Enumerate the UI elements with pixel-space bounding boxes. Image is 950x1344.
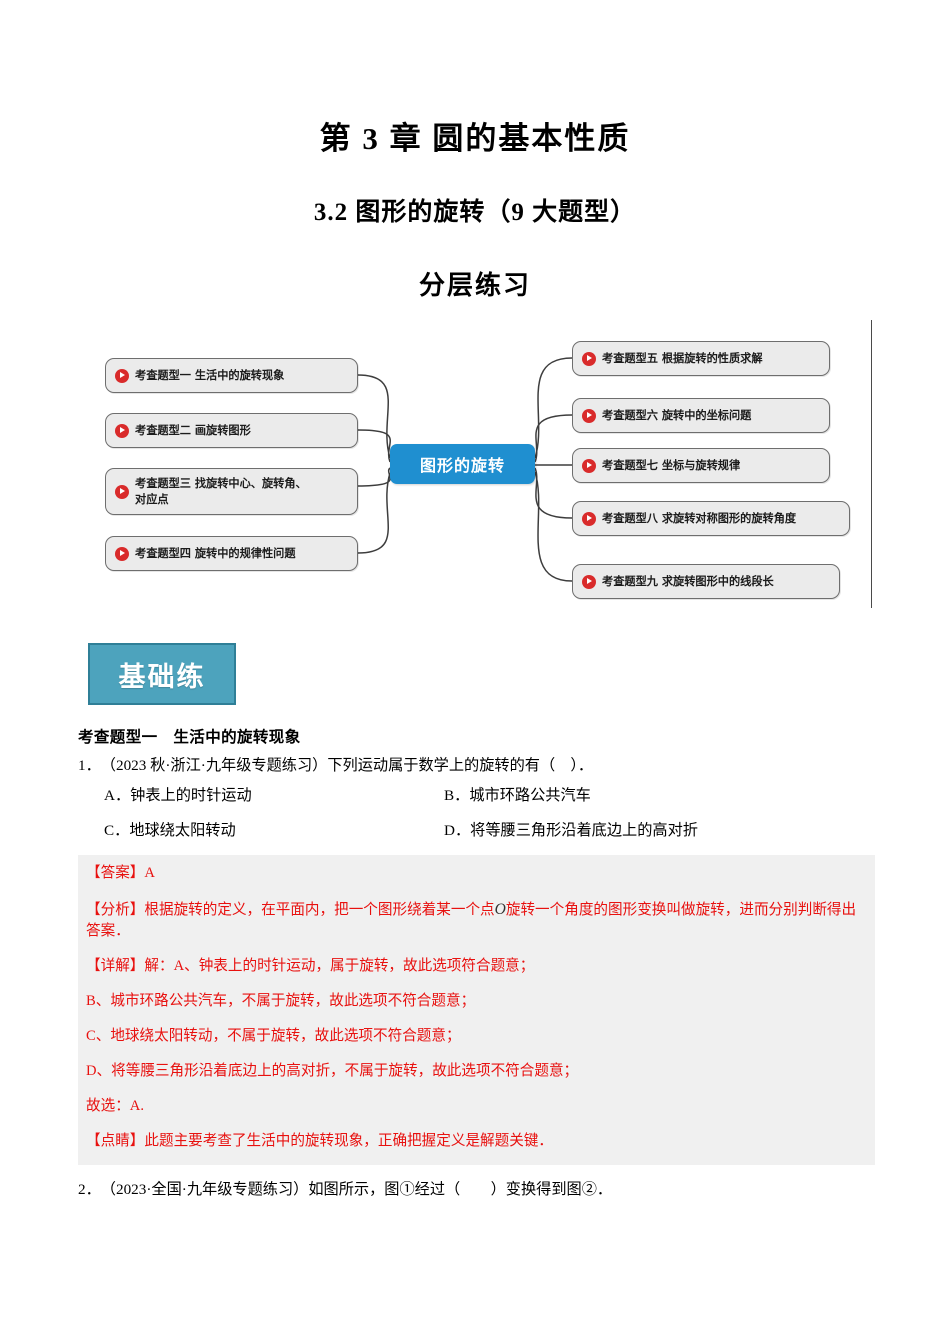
highlight-tag: 【点睛】 bbox=[86, 1132, 145, 1149]
option-b-text: 城市环路公共汽车 bbox=[469, 786, 591, 804]
option-a-text: 钟表上的时针运动 bbox=[130, 786, 252, 804]
section-title: 3.2 图形的旋转（9 大题型） bbox=[313, 199, 637, 227]
analysis-line: 【分析】根据旋转的定义，在平面内，把一个图形绕着某一个点O旋转一个角度的图形变换… bbox=[86, 898, 865, 944]
option-b[interactable]: B．城市环路公共汽车 bbox=[444, 784, 591, 808]
mindmap-item-9[interactable]: 考查题型九 求旋转图形中的线段长 bbox=[572, 564, 840, 599]
content-area: 考查题型一 生活中的旋转现象 1．（2023 秋·浙江·九年级专题练习）下列运动… bbox=[78, 725, 875, 1201]
solution-line-1: 【详解】解：A、钟表上的时针运动，属于旋转，故此选项符合题意； bbox=[86, 956, 865, 978]
mindmap-item-8[interactable]: 考查题型八 求旋转对称图形的旋转角度 bbox=[572, 501, 850, 536]
question-2-number: 2． bbox=[78, 1180, 101, 1198]
mindmap-item-2[interactable]: 考查题型二 画旋转图形 bbox=[105, 413, 358, 448]
question-2-stem: 2．（2023·全国·九年级专题练习）如图所示，图①经过（ ）变换得到图②． bbox=[78, 1178, 875, 1202]
play-circle-icon bbox=[582, 351, 596, 366]
option-d-text: 将等腰三角形沿着底边上的高对折 bbox=[470, 822, 698, 840]
mindmap-item-4[interactable]: 考查题型四 旋转中的规律性问题 bbox=[105, 536, 358, 571]
option-c-text: 地球绕太阳转动 bbox=[129, 822, 236, 840]
page-title: 第 3 章 圆的基本性质 bbox=[319, 121, 631, 156]
play-circle-icon bbox=[115, 546, 129, 561]
option-b-key: B． bbox=[444, 786, 470, 804]
question-1-number: 1． bbox=[78, 757, 101, 774]
play-circle-icon bbox=[115, 368, 129, 383]
mindmap-item-6[interactable]: 考查题型六 旋转中的坐标问题 bbox=[572, 398, 830, 433]
question-2-text: （2023·全国·九年级专题练习）如图所示，图①经过（ ）变换得到图②． bbox=[100, 1180, 613, 1198]
mindmap-item-label: 考查题型二 画旋转图形 bbox=[135, 423, 251, 437]
mindmap-item-3[interactable]: 考查题型三 找旋转中心、旋转角、 对应点 bbox=[105, 468, 358, 515]
question-1-options: A．钟表上的时针运动 B．城市环路公共汽车 C．地球绕太阳转动 D．将等腰三角形… bbox=[78, 784, 875, 843]
option-a[interactable]: A．钟表上的时针运动 bbox=[104, 784, 444, 808]
solution-line-2: B、城市环路公共汽车，不属于旋转，故此选项不符合题意； bbox=[86, 993, 476, 1010]
practice-title: 分层练习 bbox=[418, 270, 531, 300]
mindmap-center-label: 图形的旋转 bbox=[419, 456, 505, 475]
solution-line-4: D、将等腰三角形沿着底边上的高对折，不属于旋转，故此选项不符合题意； bbox=[86, 1063, 579, 1080]
analysis-text-before: 根据旋转的定义，在平面内，把一个图形绕着某一个点 bbox=[144, 901, 495, 918]
mindmap-item-7[interactable]: 考查题型七 坐标与旋转规律 bbox=[572, 448, 830, 483]
mindmap-item-label: 考查题型七 坐标与旋转规律 bbox=[602, 458, 741, 472]
option-a-key: A． bbox=[104, 786, 131, 804]
mindmap-center-node: 图形的旋转 bbox=[390, 444, 535, 484]
mindmap-item-label: 考查题型八 求旋转对称图形的旋转角度 bbox=[602, 511, 797, 525]
mindmap-right-rule bbox=[870, 320, 872, 608]
solution-text-1: 解：A、钟表上的时针运动，属于旋转，故此选项符合题意； bbox=[144, 958, 535, 975]
answer-line: 【答案】A bbox=[86, 863, 865, 885]
analysis-tag: 【分析】 bbox=[86, 901, 145, 918]
play-circle-icon bbox=[115, 484, 129, 499]
play-circle-icon bbox=[115, 423, 129, 438]
play-circle-icon bbox=[582, 408, 596, 423]
mindmap-item-label: 考查题型四 旋转中的规律性问题 bbox=[135, 546, 296, 560]
mindmap-item-1[interactable]: 考查题型一 生活中的旋转现象 bbox=[105, 358, 358, 393]
mindmap-item-label: 考查题型九 求旋转图形中的线段长 bbox=[602, 574, 774, 588]
option-row: A．钟表上的时针运动 B．城市环路公共汽车 bbox=[104, 784, 875, 808]
highlight-line: 【点睛】此题主要考查了生活中的旋转现象，正确把握定义是解题关键． bbox=[86, 1131, 865, 1153]
question-1-text: （2023 秋·浙江·九年级专题练习）下列运动属于数学上的旋转的有（ ）． bbox=[100, 757, 594, 774]
play-circle-icon bbox=[582, 574, 596, 589]
mindmap-item-label: 考查题型六 旋转中的坐标问题 bbox=[602, 408, 752, 422]
badge-label: 基础练 bbox=[118, 661, 206, 692]
highlight-text: 此题主要考查了生活中的旋转现象，正确把握定义是解题关键． bbox=[144, 1132, 554, 1149]
option-d[interactable]: D．将等腰三角形沿着底边上的高对折 bbox=[444, 819, 698, 843]
answer-value: A bbox=[144, 864, 155, 881]
question-type-heading: 考查题型一 生活中的旋转现象 bbox=[78, 728, 301, 746]
option-c-key: C． bbox=[104, 822, 130, 840]
option-c[interactable]: C．地球绕太阳转动 bbox=[104, 819, 444, 843]
play-circle-icon bbox=[582, 511, 596, 526]
answer-explanation-block: 【答案】A 【分析】根据旋转的定义，在平面内，把一个图形绕着某一个点O旋转一个角… bbox=[78, 854, 875, 1165]
mindmap-item-5[interactable]: 考查题型五 根据旋转的性质求解 bbox=[572, 341, 830, 376]
option-row: C．地球绕太阳转动 D．将等腰三角形沿着底边上的高对折 bbox=[104, 819, 875, 843]
question-1-stem: 1．（2023 秋·浙江·九年级专题练习）下列运动属于数学上的旋转的有（ ）． bbox=[78, 754, 875, 778]
mindmap: 图形的旋转 考查题型一 生活中的旋转现象 考查题型二 画旋转图形 考查题型三 找… bbox=[78, 318, 872, 610]
answer-tag: 【答案】 bbox=[86, 864, 145, 881]
solution-line-3: C、地球绕太阳转动，不属于旋转，故此选项不符合题意； bbox=[86, 1028, 461, 1045]
analysis-text-after: 旋转一个角度的图形变换叫做旋转，进而分别判断得出答案． bbox=[86, 901, 857, 940]
mindmap-connectors bbox=[357, 357, 573, 582]
solution-line-5: 故选：A. bbox=[86, 1097, 144, 1114]
option-d-key: D． bbox=[444, 822, 471, 840]
basic-practice-badge: 基础练 bbox=[88, 643, 236, 705]
mindmap-item-label: 考查题型一 生活中的旋转现象 bbox=[135, 368, 285, 382]
mindmap-item-label: 考查题型五 根据旋转的性质求解 bbox=[602, 351, 763, 365]
solution-tag: 【详解】 bbox=[86, 958, 145, 975]
mindmap-item-label: 考查题型三 找旋转中心、旋转角、 对应点 bbox=[135, 477, 307, 506]
analysis-point-symbol: O bbox=[494, 900, 506, 918]
play-circle-icon bbox=[582, 458, 596, 473]
